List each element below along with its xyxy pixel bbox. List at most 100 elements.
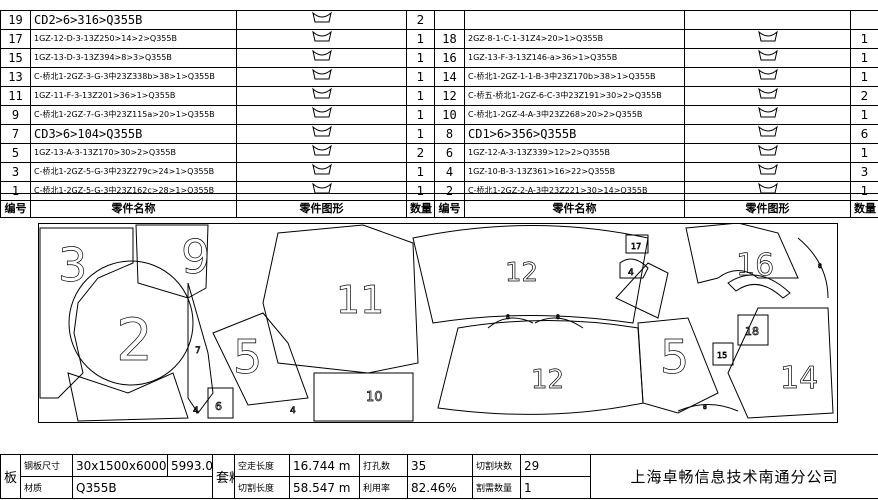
left-part-qty: 1	[406, 181, 435, 201]
right-part-name: 1GZ-10-B-3-13Z361>16>22>Q355B	[464, 162, 685, 182]
right-part-no: 12	[434, 86, 465, 106]
left-part-shape	[236, 162, 407, 182]
left-part-name: C-桥北1-2GZ-5-G-3中23Z279c>24>1>Q355B	[30, 162, 237, 182]
left-part-qty: 1	[406, 162, 435, 182]
set-label: 套料	[212, 454, 235, 499]
right-part-shape	[684, 48, 851, 68]
left-part-no: 19	[0, 10, 31, 30]
right-part-qty: 1	[850, 67, 878, 87]
right-part-no	[434, 10, 465, 30]
left-part-shape	[236, 10, 407, 30]
part-shape-icon	[757, 144, 778, 156]
right-part-name: CD1>6>356>Q355B	[464, 124, 685, 144]
left-part-qty: 2	[406, 143, 435, 163]
right-part-no: 6	[434, 143, 465, 163]
right-part-shape	[684, 181, 851, 201]
label-4b: 4	[628, 268, 634, 278]
cut-count-label: 切割块数	[472, 454, 521, 477]
part-shape-icon	[311, 30, 332, 42]
left-part-name: C-桥北1-2GZ-3-G-3中23Z338b>38>1>Q355B	[30, 67, 237, 87]
label-5b: 5	[660, 330, 689, 384]
part-shape-icon	[757, 30, 778, 42]
cut-length-value: 58.547 m	[289, 476, 360, 499]
left-part-name: CD3>6>104>Q355B	[30, 124, 237, 144]
left-part-qty: 1	[406, 48, 435, 68]
label-14: 14	[780, 361, 818, 396]
part-5b-outline	[637, 317, 719, 414]
header-left-name: 零件名称	[30, 200, 237, 218]
cut-need-value: 1	[520, 476, 591, 499]
label-10: 10	[366, 390, 383, 405]
label-8b: 8	[556, 314, 560, 321]
header-rule	[0, 193, 878, 194]
board-label: 板	[0, 454, 21, 499]
right-part-shape	[684, 10, 851, 30]
right-part-no: 16	[434, 48, 465, 68]
right-part-shape	[684, 162, 851, 182]
part-14-outline	[727, 307, 834, 419]
label-4c: 4	[290, 406, 296, 416]
right-part-name: 2GZ-8-1-C-1-31Z4>20>1>Q355B	[464, 29, 685, 49]
label-12b: 12	[531, 365, 564, 395]
part-7-outline	[187, 282, 214, 414]
header-right-name: 零件名称	[464, 200, 685, 218]
right-part-qty: 3	[850, 162, 878, 182]
right-part-shape	[684, 143, 851, 163]
part-shape-icon	[757, 106, 778, 118]
left-part-shape	[236, 143, 407, 163]
label-16: 16	[736, 248, 774, 283]
part-10-outline	[313, 372, 414, 422]
header-left-qty: 数量	[406, 200, 435, 218]
right-part-shape	[684, 124, 851, 144]
right-part-qty	[850, 10, 878, 30]
label-6: 6	[215, 400, 222, 413]
part-shape-icon	[311, 125, 332, 137]
plate-size-value: 30x1500x6000	[72, 454, 168, 477]
left-part-shape	[236, 105, 407, 125]
part-17-outline	[625, 234, 649, 254]
label-8c: 8	[703, 404, 707, 411]
left-part-qty: 1	[406, 29, 435, 49]
left-part-no: 9	[0, 105, 31, 125]
left-part-no: 1	[0, 181, 31, 201]
right-part-name	[464, 10, 685, 30]
right-part-no: 10	[434, 105, 465, 125]
part-shape-icon	[757, 87, 778, 99]
left-part-shape	[236, 86, 407, 106]
left-part-name: C-桥北1-2GZ-7-G-3中23Z115a>20>1>Q355B	[30, 105, 237, 125]
right-part-no: 8	[434, 124, 465, 144]
left-part-shape	[236, 48, 407, 68]
part-18-outline	[737, 314, 769, 346]
right-part-qty: 1	[850, 105, 878, 125]
part-shape-icon	[311, 49, 332, 61]
part-shape-icon	[757, 163, 778, 175]
part-13-outline	[615, 262, 669, 319]
material-value: Q355B	[72, 476, 213, 499]
header-right-shape: 零件图形	[684, 200, 851, 218]
left-part-name: 1GZ-13-D-3-13Z394>8>3>Q355B	[30, 48, 237, 68]
part-shape-icon	[311, 106, 332, 118]
holes-value: 35	[407, 454, 473, 477]
right-part-shape	[684, 67, 851, 87]
part-11-outline	[262, 224, 419, 374]
util-value: 82.46%	[407, 476, 473, 499]
company-name: 上海卓畅信息技术南通分公司	[590, 454, 878, 499]
right-part-name: 1GZ-12-A-3-13Z339>12>2>Q355B	[464, 143, 685, 163]
left-part-no: 5	[0, 143, 31, 163]
label-17: 17	[631, 242, 641, 251]
right-part-qty: 1	[850, 143, 878, 163]
header-right-no: 编号	[434, 200, 465, 218]
right-part-name: C-桥五-桥北1-2GZ-6-C-3中23Z191>30>2>Q355B	[464, 86, 685, 106]
right-part-no: 18	[434, 29, 465, 49]
left-part-qty: 1	[406, 67, 435, 87]
right-part-shape	[684, 105, 851, 125]
part-9-outline	[135, 224, 209, 299]
cut-count-value: 29	[520, 454, 591, 477]
label-2: 2	[116, 306, 153, 374]
